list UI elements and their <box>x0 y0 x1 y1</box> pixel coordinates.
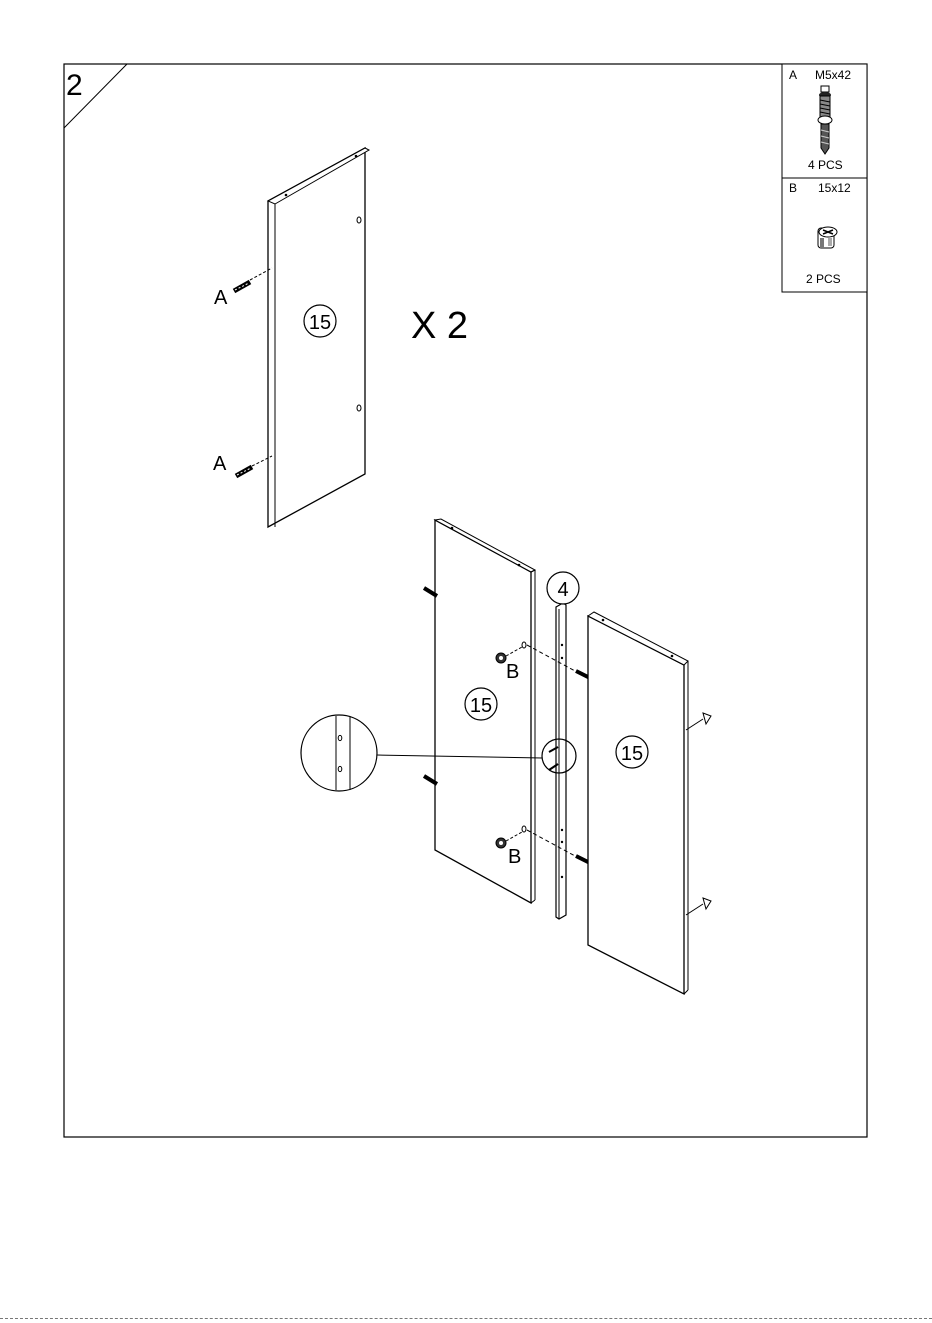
insert-arrow-icon <box>686 713 711 730</box>
panel-id-left: 15 <box>465 688 497 720</box>
insert-arrow-icon <box>686 898 711 915</box>
part-a-spec: M5x42 <box>815 68 851 82</box>
rail-id-label: 4 <box>557 579 568 601</box>
panel-id-right: 15 <box>616 736 648 768</box>
rail-id: 4 <box>547 572 579 604</box>
hardware-label-b-lower: B <box>508 846 521 868</box>
panel-id-top-label: 15 <box>309 312 331 334</box>
part-b-qty: 2 PCS <box>806 272 841 286</box>
part-a-qty: 4 PCS <box>808 158 843 172</box>
cam-bolt-icon <box>236 456 272 476</box>
part-b-spec: 15x12 <box>818 181 851 195</box>
center-rail <box>556 603 566 919</box>
panel-id-left-label: 15 <box>470 695 492 717</box>
hardware-label-b-upper: B <box>506 661 519 683</box>
step-number: 2 <box>66 69 83 102</box>
quantity-multiplier: X 2 <box>411 305 468 347</box>
parts-box: A M5x42 4 PCS B 15x12 2 PCS <box>782 64 867 292</box>
part-b-letter: B <box>789 181 797 195</box>
panel-id-right-label: 15 <box>621 743 643 765</box>
right-side-panel <box>588 612 688 994</box>
hardware-label-a-upper: A <box>214 287 228 309</box>
hardware-label-a-lower: A <box>213 453 227 475</box>
cam-lock-icon <box>818 227 837 248</box>
panel-id-top: 15 <box>304 305 336 337</box>
cam-bolt-icon <box>234 268 272 291</box>
part-a-letter: A <box>789 68 797 82</box>
